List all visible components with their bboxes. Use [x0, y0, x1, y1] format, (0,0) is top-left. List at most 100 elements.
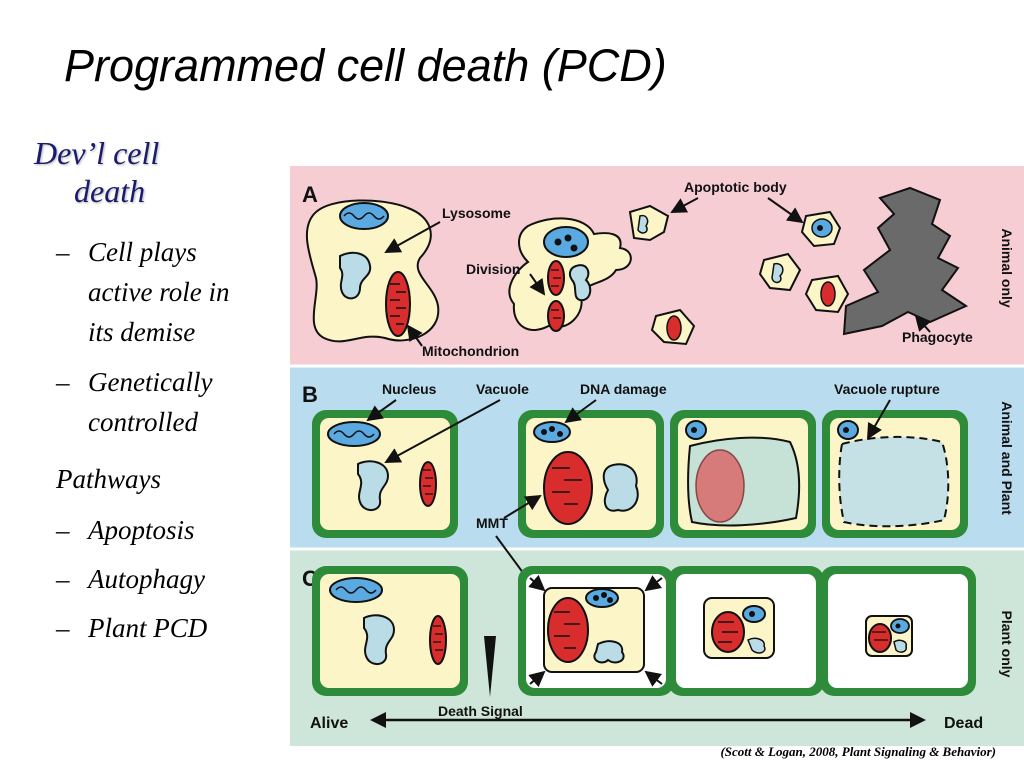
chromatin — [593, 595, 599, 601]
label-vacuole-rupture: Vacuole rupture — [834, 381, 940, 397]
bullet-text: Autophagy — [88, 564, 205, 594]
bullet-dash: – — [56, 515, 70, 545]
animal-cell-dividing — [508, 217, 632, 332]
label-lysosome: Lysosome — [442, 205, 511, 221]
bullet-genetic: –Genetically controlled — [56, 362, 212, 442]
chromatin — [691, 427, 697, 433]
bullet-line: its demise — [88, 317, 196, 347]
chromatin — [843, 427, 849, 433]
plant-cell-healthy — [312, 410, 458, 538]
vacuole — [747, 637, 766, 654]
label-vacuole: Vacuole — [476, 381, 529, 397]
vacuole — [602, 463, 639, 512]
plant-cell-shrunken — [668, 566, 824, 696]
arrow — [644, 670, 663, 687]
label-nucleus: Nucleus — [382, 381, 437, 397]
mitochondrion — [547, 300, 565, 332]
panel-letter-a: A — [302, 182, 318, 207]
bullet-autophagy: –Autophagy — [56, 559, 205, 599]
bullet-line: controlled — [88, 407, 198, 437]
plant-cell-alive — [312, 566, 468, 696]
mitochondrion — [820, 281, 836, 307]
mitochondrion — [385, 271, 411, 337]
arrow — [644, 575, 663, 592]
arrow — [767, 197, 804, 224]
bullet-line: Cell plays — [88, 237, 197, 267]
arrow — [528, 574, 546, 592]
pcd-diagram: A B C Animal only Animal and Plant Plant… — [290, 166, 1024, 746]
bullet-dash: – — [56, 367, 70, 397]
bullet-plant-pcd: –Plant PCD — [56, 608, 207, 648]
cristae — [390, 283, 406, 325]
side-label-animal-only: Animal only — [999, 228, 1015, 308]
axis-arrow-left — [370, 712, 386, 728]
arrow — [384, 221, 441, 253]
arrow — [528, 670, 546, 688]
mitochondrion — [419, 461, 437, 507]
chromatin — [749, 611, 755, 617]
label-death-signal: Death Signal — [438, 703, 523, 719]
plant-cell-dna-damage — [518, 410, 664, 538]
arrow — [406, 324, 423, 347]
bullet-dash: – — [56, 613, 70, 643]
pathways-label: Pathways — [56, 464, 161, 494]
arrow — [670, 197, 699, 213]
label-mmt: MMT — [476, 515, 508, 531]
label-phagocyte: Phagocyte — [902, 329, 973, 345]
dna-strand — [335, 586, 377, 594]
mitochondrion — [429, 615, 447, 665]
chromatin — [564, 234, 572, 242]
cristae — [872, 631, 888, 641]
nucleus — [543, 226, 589, 258]
chromatin — [895, 623, 901, 629]
apoptotic-body — [650, 308, 696, 346]
chromatin — [549, 426, 555, 432]
arrow — [366, 399, 397, 422]
cristae — [423, 469, 433, 495]
bullet-dash: – — [56, 564, 70, 594]
mitochondrion — [695, 449, 745, 523]
label-dna-damage: DNA damage — [580, 381, 667, 397]
vacuole — [357, 460, 390, 511]
arrow — [503, 494, 542, 519]
cristae — [554, 611, 580, 649]
animal-cell-intact — [305, 199, 440, 343]
arrow — [529, 273, 546, 296]
panel-letter-b: B — [302, 382, 318, 407]
bullet-text: Apoptosis — [88, 515, 195, 545]
dna-strand — [333, 430, 375, 438]
cristae — [718, 621, 738, 643]
label-division: Division — [466, 261, 520, 277]
label-dead: Dead — [944, 715, 983, 732]
nucleus — [585, 588, 619, 608]
chromatin — [601, 592, 607, 598]
ruptured-vacuole — [838, 435, 950, 528]
bullet-line: Genetically — [88, 367, 213, 397]
plant-cell-vacuole-swelling — [670, 410, 816, 538]
arrow — [914, 314, 932, 333]
label-apoptotic-body: Apoptotic body — [684, 179, 787, 195]
apoptotic-body — [628, 204, 670, 242]
section-heading: Dev’l cell death — [34, 134, 234, 210]
apoptotic-body — [804, 274, 850, 314]
label-mitochondrion: Mitochondrion — [422, 343, 519, 359]
death-signal-wedge — [484, 636, 496, 697]
heading-line-1: Dev’l cell — [34, 135, 160, 171]
cristae — [433, 625, 443, 651]
lysosome-vacuole — [339, 251, 372, 300]
chromatin — [541, 429, 547, 435]
citation: (Scott & Logan, 2008, Plant Signaling & … — [720, 744, 996, 759]
apoptotic-body — [800, 210, 842, 248]
mitochondrion — [868, 623, 892, 653]
plant-cell-vacuole-rupture — [822, 410, 968, 538]
vacuole — [568, 264, 592, 302]
chromatin — [557, 431, 563, 437]
mitochondrion — [543, 451, 593, 525]
label-alive: Alive — [310, 715, 348, 732]
arrow — [866, 399, 891, 440]
arrow — [384, 399, 501, 463]
chromatin — [554, 238, 562, 246]
chromatin — [817, 225, 823, 231]
heading-line-2: death — [74, 173, 146, 209]
arrow — [564, 399, 597, 424]
